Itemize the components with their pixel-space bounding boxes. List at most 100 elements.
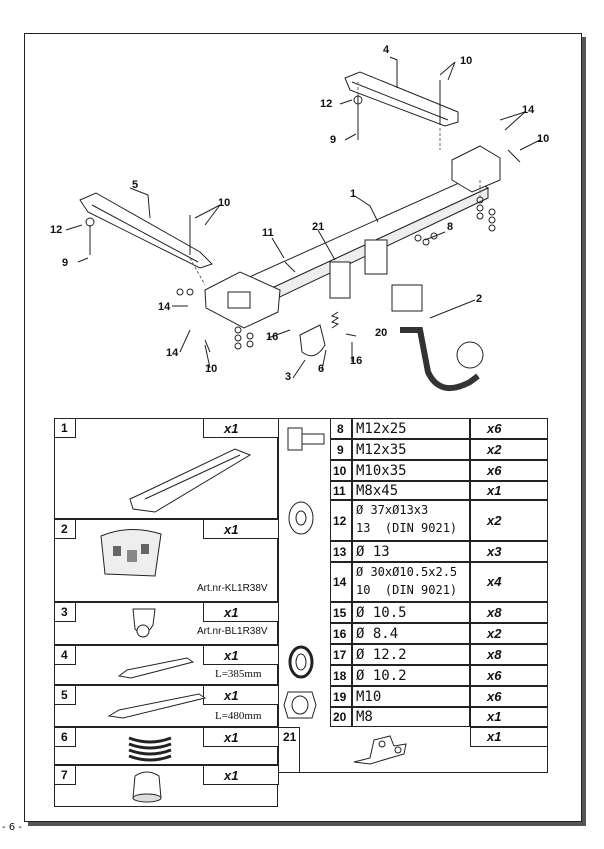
right-row-desc-box-9: M12x35 — [352, 439, 470, 460]
spring-6 — [330, 311, 340, 329]
part-description: Ø 10.2 — [356, 667, 407, 684]
right-row-qty-box-14: x4 — [470, 562, 548, 602]
part-quantity: x1 — [224, 421, 239, 436]
callout-8: 8 — [447, 221, 453, 233]
callout-4: 4 — [383, 44, 390, 56]
right-row-desc-box-11: M8x45 — [352, 481, 470, 500]
part-number: 6 — [61, 730, 68, 744]
callout-6: 6 — [318, 363, 324, 375]
part-7-illustration — [127, 770, 167, 809]
right-row-desc-box-14: Ø 30xØ10.5x2.5 10 (DIN 9021) — [352, 562, 470, 602]
article-number: Art.nr-BL1R38V — [197, 626, 268, 637]
left-row-num-box: 5 — [54, 685, 76, 705]
right-row-num-box-11: 11 — [330, 481, 352, 500]
part-quantity: x3 — [487, 543, 502, 559]
right-row-qty-box-19: x6 — [470, 686, 548, 707]
part-description: M12x35 — [356, 441, 407, 458]
part-description: M8 — [356, 709, 373, 725]
bolt-icon — [286, 422, 326, 463]
nut-icon — [282, 686, 318, 729]
left-row-num-box: 4 — [54, 645, 76, 665]
right-row-qty-box-13: x3 — [470, 541, 548, 562]
part-number: 16 — [333, 626, 347, 641]
part-number: 15 — [333, 605, 347, 620]
right-row-qty-box-21: x1 — [470, 727, 548, 747]
right-row-num-box-12: 12 — [330, 500, 352, 541]
part-number: 13 — [333, 544, 347, 559]
part-number: 14 — [333, 575, 347, 589]
part-quantity: x6 — [487, 667, 502, 683]
right-row-desc-box-15: Ø 10.5 — [352, 602, 470, 623]
left-row-qty-box: x1 — [203, 418, 279, 438]
callout-12b: 12 — [50, 224, 62, 236]
part-description-standard: 10 (DIN 9021) — [356, 583, 458, 597]
part-description: Ø 30xØ10.5x2.5 — [356, 565, 458, 579]
part-quantity: x6 — [487, 420, 502, 436]
part-number: 7 — [61, 768, 68, 782]
part-quantity: x4 — [487, 574, 502, 589]
part-description: Ø 12.2 — [356, 646, 407, 663]
callout-3: 3 — [285, 371, 291, 383]
part-quantity: x1 — [224, 730, 239, 745]
left-row-qty-box: x1 — [203, 765, 279, 785]
part-quantity: x1 — [224, 768, 239, 783]
left-row-num-box: 2 — [54, 519, 76, 539]
towbar-neck — [400, 327, 480, 392]
part-quantity: x2 — [487, 441, 502, 457]
right-row-num-box-13: 13 — [330, 541, 352, 562]
part-1-illustration — [125, 437, 255, 522]
right-row-desc-box-16: Ø 8.4 — [352, 623, 470, 644]
right-row-qty-box-10: x6 — [470, 460, 548, 481]
callout-16b: 16 — [350, 355, 362, 367]
part-quantity: x2 — [487, 625, 502, 641]
part-number: 2 — [61, 522, 68, 536]
article-number: Art.nr-KL1R38V — [197, 583, 268, 594]
right-row-desc-box-20: M8 — [352, 707, 470, 727]
part-description-standard: 13 (DIN 9021) — [356, 521, 458, 535]
right-row-num-box-19: 19 — [330, 686, 352, 707]
right-row-qty-box-12: x2 — [470, 500, 548, 541]
part-quantity: x1 — [224, 648, 239, 663]
part-number: 5 — [61, 688, 68, 702]
bracket-5 — [79, 192, 213, 269]
right-row-num-box-20: 20 — [330, 707, 352, 727]
left-row-1: 1 x1 — [54, 418, 279, 522]
bolts — [89, 80, 521, 353]
part-quantity: x6 — [487, 688, 502, 704]
tow-ball — [456, 341, 484, 369]
callout-14a: 14 — [522, 104, 535, 116]
right-row-qty-box-17: x8 — [470, 644, 548, 665]
end-plate-right — [451, 145, 501, 193]
right-row-num-box-14: 14 — [330, 562, 352, 602]
callout-16a: 16 — [266, 331, 278, 343]
part-number: 10 — [333, 463, 347, 478]
left-row-num-box: 6 — [54, 727, 76, 747]
right-row-desc-box-10: M10x35 — [352, 460, 470, 481]
part-3-illustration — [125, 605, 165, 648]
callout-9a: 9 — [330, 134, 336, 146]
washer-stacks — [85, 95, 496, 350]
crossbar-1 — [223, 177, 490, 301]
part-description: M8x45 — [356, 482, 399, 499]
part-4-illustration — [117, 656, 197, 685]
part-number: 1 — [61, 421, 68, 435]
right-row-desc-box-18: Ø 10.2 — [352, 665, 470, 686]
right-row-num-box-10: 10 — [330, 460, 352, 481]
left-row-qty-box: x1 — [203, 685, 279, 705]
part-6-illustration — [125, 730, 175, 769]
coupling-body — [391, 284, 423, 312]
part-quantity: x1 — [224, 605, 239, 620]
part-quantity: x8 — [487, 604, 502, 620]
part-quantity: x1 — [487, 482, 502, 498]
callout-14c: 14 — [166, 347, 179, 359]
page-number: - 6 - — [2, 822, 22, 833]
left-row-qty-box: x1 — [203, 519, 279, 539]
right-row-num-box-15: 15 — [330, 602, 352, 623]
part-number: 21 — [283, 730, 297, 744]
callout-10c: 10 — [537, 133, 549, 145]
part-number: 8 — [337, 421, 344, 436]
part-description: M10x35 — [356, 462, 407, 479]
part-description: Ø 37xØ13x3 — [356, 503, 429, 517]
part-number: 3 — [61, 605, 68, 619]
right-row-num-box-17: 17 — [330, 644, 352, 665]
